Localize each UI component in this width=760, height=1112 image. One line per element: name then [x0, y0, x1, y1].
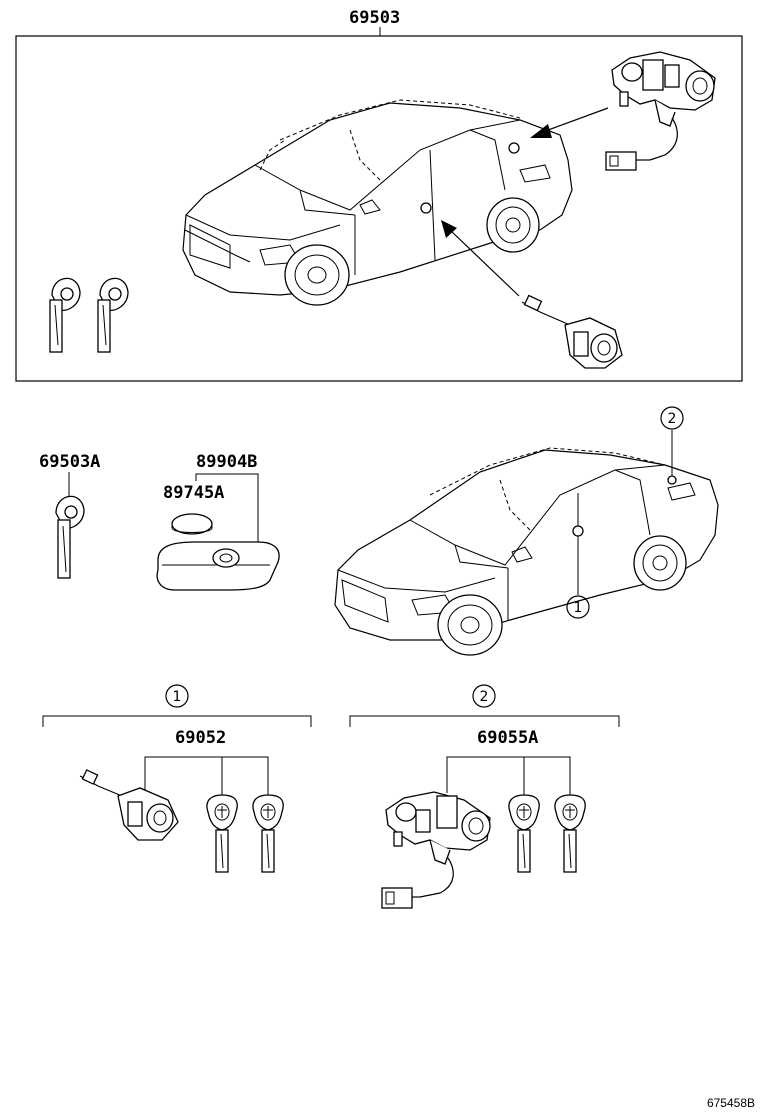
key-blank-icon-1 — [49, 277, 81, 353]
callout-leader — [144, 756, 269, 795]
master-key-icon-4 — [554, 794, 586, 873]
figure-number: 675458B — [707, 1096, 755, 1110]
group-bracket-1 — [42, 715, 312, 727]
group-marker-1-label: 1 — [173, 689, 182, 705]
location-marker-1[interactable] — [566, 595, 590, 619]
callout-69503[interactable]: 69503 — [349, 8, 400, 28]
car-illustration-top — [182, 99, 573, 306]
group-marker-2[interactable] — [472, 684, 496, 708]
ignition-lock-assembly-icon — [381, 791, 491, 909]
ignition-lock-assembly-top — [605, 51, 716, 171]
group-marker-1[interactable] — [165, 684, 189, 708]
pointer-arrows-top — [420, 107, 609, 297]
door-lock-cylinder-top — [521, 294, 623, 369]
key-blank-icon — [55, 495, 85, 579]
callout-69052[interactable]: 69052 — [175, 728, 226, 748]
master-key-icon-1 — [206, 794, 238, 873]
key-blank-icon-2 — [97, 277, 129, 353]
door-lock-cylinder-icon — [79, 769, 179, 841]
location-marker-2[interactable] — [660, 406, 684, 430]
group-bracket-2 — [349, 715, 620, 727]
master-key-icon-2 — [252, 794, 284, 873]
callout-89904B[interactable]: 89904B — [196, 452, 257, 472]
assembly-box — [15, 35, 743, 382]
callout-89745A[interactable]: 89745A — [163, 483, 224, 503]
callout-69055A[interactable]: 69055A — [477, 728, 538, 748]
transmitter-key-fob-icon — [156, 541, 280, 591]
callout-leader — [446, 756, 571, 795]
master-key-icon-3 — [508, 794, 540, 873]
location-marker-2-label: 2 — [668, 411, 677, 427]
battery-icon — [171, 513, 213, 535]
callout-69503A[interactable]: 69503A — [39, 452, 100, 472]
location-marker-1-label: 1 — [574, 600, 583, 616]
group-marker-2-label: 2 — [480, 689, 489, 705]
car-illustration-middle — [334, 447, 719, 656]
